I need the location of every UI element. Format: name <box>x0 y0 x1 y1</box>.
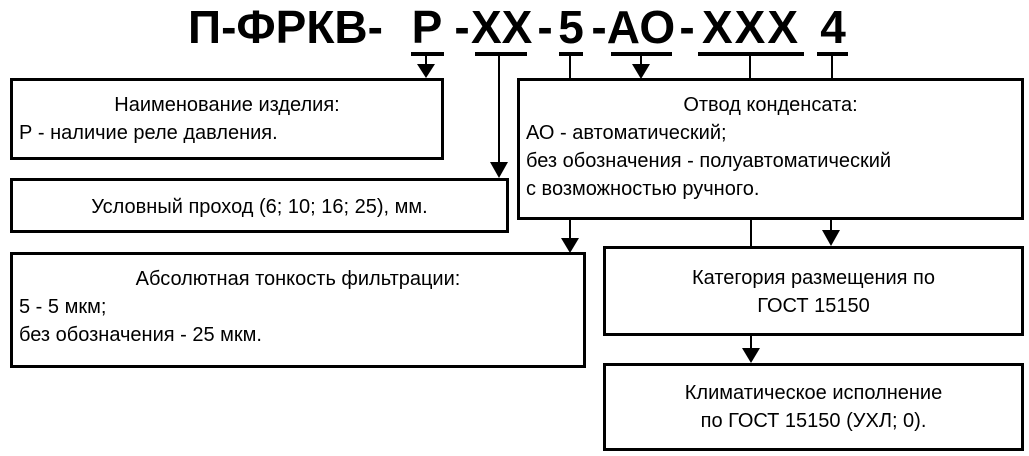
box-climate-version: Климатическое исполнение по ГОСТ 15150 (… <box>603 363 1024 451</box>
code-dash: - <box>537 1 553 53</box>
box-line: 5 - 5 мкм; <box>19 296 107 318</box>
box-line: Категория размещения по <box>691 267 936 289</box>
code-placement: 4 <box>820 1 846 53</box>
code-relay: Р <box>411 1 443 53</box>
box-line: без обозначения - 25 мкм. <box>19 324 262 346</box>
box-line: без обозначения - полуавтоматический <box>526 150 892 172</box>
code-dash: - <box>454 1 470 53</box>
box-product-name: Наименование изделия: Р - наличие реле д… <box>10 78 444 160</box>
code-dash: - <box>679 1 695 53</box>
arrow-down-icon <box>490 162 508 178</box>
box-line: АО - автоматический; <box>526 122 727 144</box>
code-bore: XX <box>471 1 533 53</box>
box-placement-category: Категория размещения по ГОСТ 15150 <box>603 246 1024 336</box>
arrow-down-icon <box>561 238 579 253</box>
box-line: Климатическое исполнение <box>684 382 943 404</box>
arrow-down-icon <box>742 348 760 363</box>
box-filtration: Абсолютная тонкость фильтрации: 5 - 5 мк… <box>10 252 586 368</box>
code-dash: - <box>591 1 607 53</box>
code-filtration: 5 <box>558 1 584 53</box>
box-nominal-bore: Условный проход (6; 10; 16; 25), мм. <box>10 178 509 233</box>
code-drain: АО <box>606 1 676 53</box>
box-line: по ГОСТ 15150 (УХЛ; 0). <box>700 410 927 432</box>
box-line: Р - наличие реле давления. <box>19 122 278 144</box>
box-line: с возможностью ручного. <box>526 178 760 200</box>
box-heading: Отвод конденсата: <box>683 94 858 116</box>
arrow-down-icon <box>417 64 435 78</box>
box-heading: Наименование изделия: <box>114 94 340 116</box>
code-prefix: П-ФРКВ- <box>188 1 383 53</box>
arrow-down-icon <box>822 230 840 246</box>
box-heading: Условный проход (6; 10; 16; 25), мм. <box>91 196 428 218</box>
code-climate: XXX <box>701 1 801 53</box>
box-line: ГОСТ 15150 <box>757 295 870 317</box>
box-condensate-drain: Отвод конденсата: АО - автоматический; б… <box>517 78 1024 220</box>
arrow-down-icon <box>632 64 650 79</box>
box-heading: Абсолютная тонкость фильтрации: <box>135 268 461 290</box>
